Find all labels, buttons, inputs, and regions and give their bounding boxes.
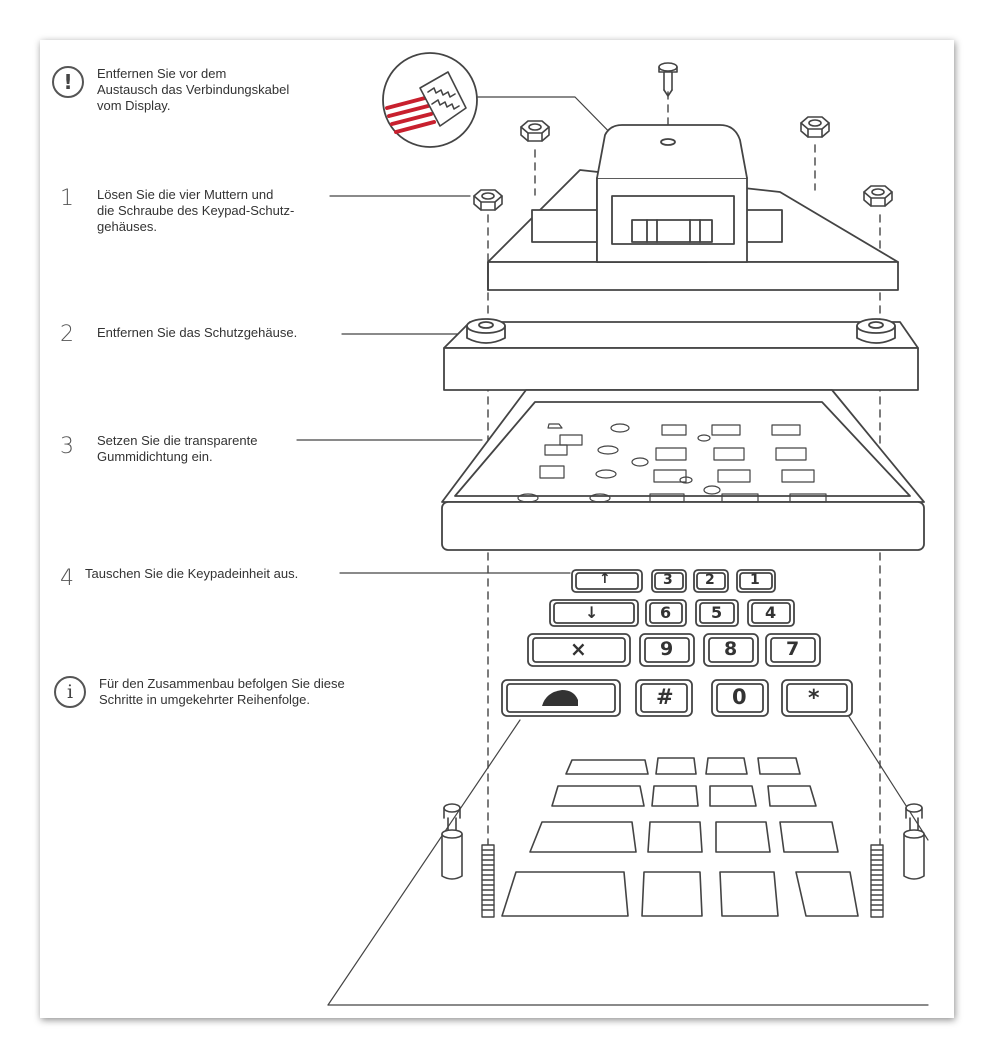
top-screw-icon bbox=[658, 62, 678, 97]
keypad-row-3 bbox=[527, 633, 821, 667]
cable-connector-detail bbox=[382, 52, 478, 148]
key-star: * bbox=[808, 686, 820, 711]
key-8: 8 bbox=[724, 638, 738, 660]
info-line-2: Schritte in umgekehrter Reihenfolge. bbox=[99, 692, 311, 707]
key-up-arrow: ↑ bbox=[599, 571, 611, 587]
keypad-row-1 bbox=[571, 569, 776, 593]
key-4: 4 bbox=[765, 603, 777, 622]
key-7: 7 bbox=[786, 638, 800, 660]
key-5: 5 bbox=[711, 603, 723, 622]
step-3-number: 3 bbox=[60, 434, 74, 459]
step-1-line-1: Lösen Sie die vier Muttern und bbox=[97, 187, 274, 202]
keypad-unit bbox=[501, 569, 853, 717]
threaded-studs bbox=[481, 844, 884, 918]
step-2-number: 2 bbox=[60, 322, 74, 347]
step-4-line-1: Tauschen Sie die Keypadeinheit aus. bbox=[85, 566, 299, 581]
step-1-number: 1 bbox=[60, 186, 74, 211]
key-hash: # bbox=[656, 685, 674, 709]
step-4-text: Tauschen Sie die Keypadeinheit aus. bbox=[85, 566, 345, 582]
step-2-line-1: Entfernen Sie das Schutzgehäuse. bbox=[97, 325, 298, 340]
step-3-text: Setzen Sie die transparente Gummidichtun… bbox=[97, 433, 297, 465]
exclamation-icon: ! bbox=[52, 66, 84, 98]
rubber-seal bbox=[441, 389, 925, 551]
key-down-arrow: ↓ bbox=[585, 603, 599, 622]
warning-line-2: Austausch das Verbindungskabel bbox=[97, 82, 290, 97]
warning-note: Entfernen Sie vor dem Austausch das Verb… bbox=[97, 66, 357, 114]
info-line-1: Für den Zusammenbau befolgen Sie diese bbox=[99, 676, 345, 691]
step-1-text: Lösen Sie die vier Muttern und die Schra… bbox=[97, 187, 337, 235]
mounting-plate bbox=[443, 318, 919, 391]
key-9: 9 bbox=[660, 638, 674, 660]
key-cross: × bbox=[570, 637, 587, 661]
key-0: 0 bbox=[732, 685, 747, 709]
spacer-pins bbox=[441, 803, 925, 880]
key-6: 6 bbox=[660, 603, 672, 622]
step-2-text: Entfernen Sie das Schutzgehäuse. bbox=[97, 325, 347, 341]
key-1: 1 bbox=[750, 572, 760, 588]
step-3-line-2: Gummidichtung ein. bbox=[97, 449, 213, 464]
protective-housing bbox=[487, 124, 899, 291]
hex-nuts bbox=[473, 116, 893, 211]
step-3-line-1: Setzen Sie die transparente bbox=[97, 433, 258, 448]
step-1-line-3: gehäuses. bbox=[97, 219, 157, 234]
warning-line-3: vom Display. bbox=[97, 98, 171, 113]
keypad-base-cells bbox=[501, 757, 859, 917]
warning-line-1: Entfernen Sie vor dem bbox=[97, 66, 227, 81]
info-note: Für den Zusammenbau befolgen Sie diese S… bbox=[99, 676, 419, 708]
keypad-row-2 bbox=[549, 599, 795, 627]
callout-lines bbox=[296, 96, 929, 1006]
info-icon: i bbox=[54, 676, 86, 708]
key-3: 3 bbox=[663, 572, 673, 588]
step-4-number: 4 bbox=[60, 566, 74, 591]
bell-icon bbox=[542, 690, 578, 706]
key-2: 2 bbox=[705, 572, 715, 588]
step-1-line-2: die Schraube des Keypad-Schutz- bbox=[97, 203, 295, 218]
